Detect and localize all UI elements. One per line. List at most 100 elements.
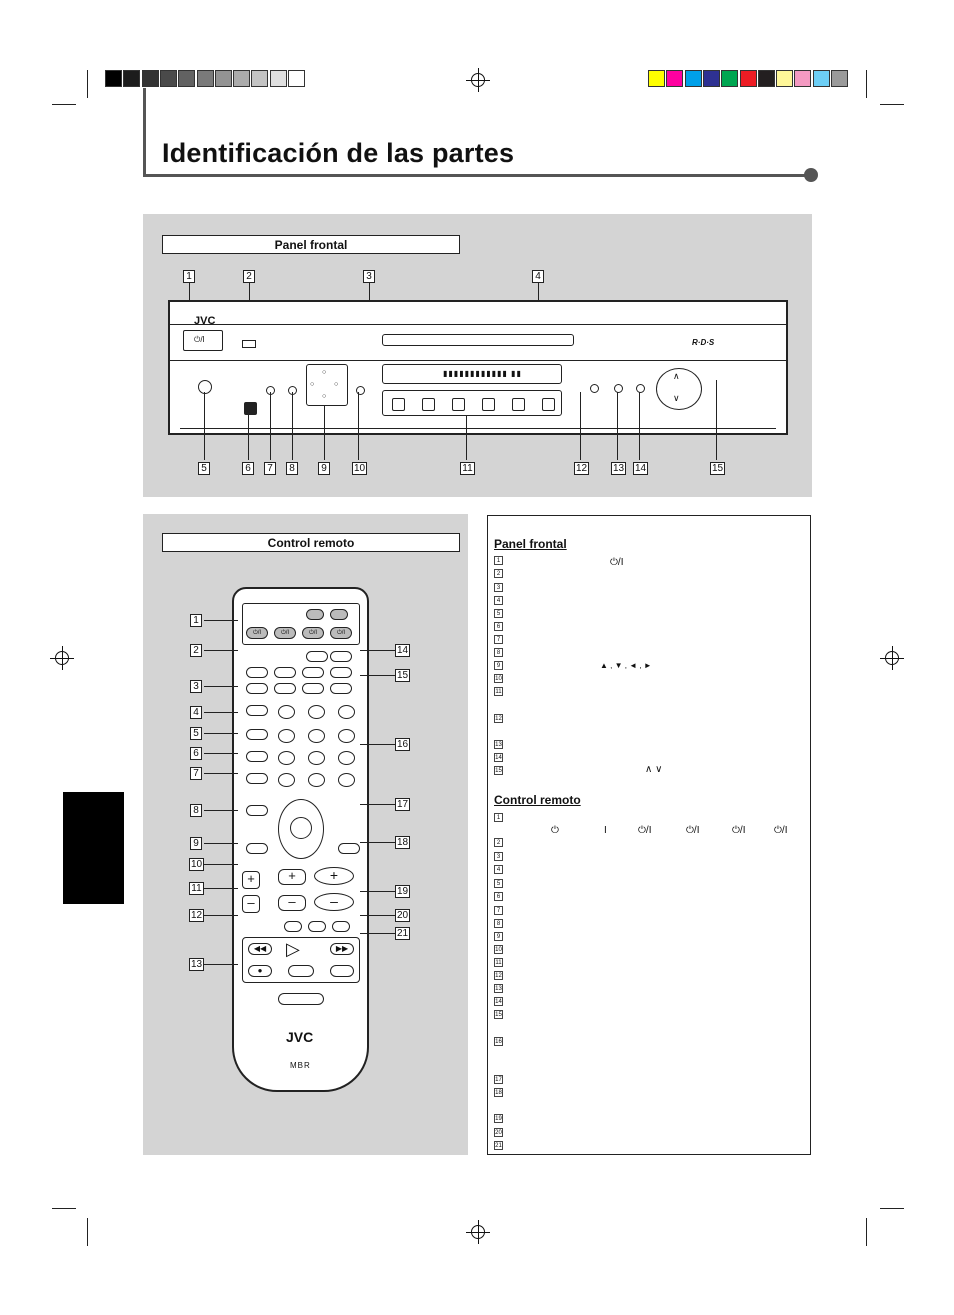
master-volume-knob[interactable]: ∧ ∨: [656, 368, 702, 410]
callout-18: 18: [395, 836, 410, 849]
remote-button[interactable]: [274, 667, 296, 678]
desc-number-7: 7: [494, 635, 503, 644]
remote-button[interactable]: [308, 705, 325, 719]
cursor-up-icon[interactable]: ○: [322, 369, 327, 376]
source-button-5[interactable]: [512, 398, 525, 411]
source-button-4[interactable]: [482, 398, 495, 411]
source-button-1[interactable]: [392, 398, 405, 411]
stop-button[interactable]: [288, 965, 314, 977]
remote-button[interactable]: [330, 667, 352, 678]
cursor-down-icon[interactable]: ○: [322, 393, 327, 400]
callout-9: 9: [190, 837, 202, 850]
remote-control: ⏻/I ⏻/I ⏻/I ⏻/I + – + – + – ◀◀ ▷ ▶▶ ● JV…: [232, 587, 369, 1092]
cursor-center[interactable]: [290, 817, 312, 839]
desc-number-1: 1: [494, 556, 503, 565]
pause-button[interactable]: [330, 965, 354, 977]
remote-button[interactable]: [278, 729, 295, 743]
remote-button[interactable]: [278, 705, 295, 719]
on-button[interactable]: [330, 609, 348, 620]
power-button[interactable]: ⏻/I: [183, 330, 223, 351]
remote-button[interactable]: [338, 705, 355, 719]
remote-button[interactable]: [308, 751, 325, 765]
play-icon[interactable]: ▷: [286, 939, 300, 959]
source-button-6[interactable]: [542, 398, 555, 411]
remote-button[interactable]: [330, 651, 352, 662]
callout-16: 16: [395, 738, 410, 751]
remote-button[interactable]: [274, 683, 296, 694]
remote-button[interactable]: [278, 773, 295, 787]
tv-vol-up-button[interactable]: +: [242, 871, 260, 889]
mid-divider: [170, 360, 786, 361]
color-swatch: [831, 70, 848, 87]
remote-button[interactable]: [246, 751, 268, 762]
remote-button[interactable]: [246, 705, 268, 716]
callout-12: 12: [189, 909, 204, 922]
cursor-pad[interactable]: ○ ○ ○ ○: [306, 364, 348, 406]
remote-button[interactable]: [338, 751, 355, 765]
forward-icon[interactable]: ▶▶: [330, 943, 354, 955]
power-button-3[interactable]: ⏻/I: [302, 627, 324, 639]
callout-7: 7: [190, 767, 202, 780]
leader-line: [204, 392, 205, 460]
remote-button[interactable]: [338, 773, 355, 787]
exit-button[interactable]: [356, 386, 365, 395]
remote-button[interactable]: [302, 683, 324, 694]
power-button-2[interactable]: ⏻/I: [274, 627, 296, 639]
function-button-3[interactable]: [332, 921, 350, 932]
gray-swatch: [105, 70, 122, 87]
function-button-1[interactable]: [284, 921, 302, 932]
remote-button[interactable]: [278, 751, 295, 765]
remote-button[interactable]: [246, 773, 268, 784]
remote-button[interactable]: [246, 667, 268, 678]
leader-line: [204, 915, 238, 916]
remote-button[interactable]: [306, 651, 328, 662]
callout-6: 6: [190, 747, 202, 760]
callout-10: 10: [189, 858, 204, 871]
remote-button[interactable]: [302, 667, 324, 678]
record-button[interactable]: ●: [248, 965, 272, 977]
desc-number-20: 20: [494, 1128, 503, 1137]
callout-5: 5: [198, 462, 210, 475]
cursor-ring[interactable]: [278, 799, 324, 859]
remote-button[interactable]: [308, 773, 325, 787]
remote-button[interactable]: [308, 729, 325, 743]
input-button[interactable]: [636, 384, 645, 393]
channel-down-button[interactable]: –: [278, 895, 306, 911]
remote-button[interactable]: [246, 805, 268, 816]
callout-13: 13: [611, 462, 626, 475]
dsp-button[interactable]: [614, 384, 623, 393]
speaker-switch-a[interactable]: [244, 402, 257, 415]
tv-vol-down-button[interactable]: –: [242, 895, 260, 913]
standby-button[interactable]: [306, 609, 324, 620]
surround-button[interactable]: [590, 384, 599, 393]
callout-21: 21: [395, 927, 410, 940]
cursor-left-icon[interactable]: ○: [310, 381, 315, 388]
rewind-icon[interactable]: ◀◀: [248, 943, 272, 955]
remote-button[interactable]: [338, 729, 355, 743]
source-button-3[interactable]: [452, 398, 465, 411]
remote-button[interactable]: [246, 729, 268, 740]
volume-up-button[interactable]: +: [314, 867, 354, 885]
leader-line: [204, 888, 238, 889]
function-button-2[interactable]: [308, 921, 326, 932]
remote-jvc-logo: JVC: [286, 1029, 314, 1045]
phones-jack[interactable]: [198, 380, 212, 394]
color-swatch: [776, 70, 794, 87]
volume-down-button[interactable]: –: [314, 893, 354, 911]
receiver-front-panel: JVC ⏻/I R·D·S ▮▮▮▮▮▮▮▮▮▮▮▮ ▮▮ ○ ○ ○ ○ ∧ …: [168, 300, 788, 435]
power-button-1[interactable]: ⏻/I: [246, 627, 268, 639]
power-button-4[interactable]: ⏻/I: [330, 627, 352, 639]
remote-button[interactable]: [330, 683, 352, 694]
callout-11: 11: [189, 882, 204, 895]
callout-15: 15: [710, 462, 725, 475]
remote-button[interactable]: [338, 843, 360, 854]
display-window: ▮▮▮▮▮▮▮▮▮▮▮▮ ▮▮: [382, 364, 562, 384]
callout-19: 19: [395, 885, 410, 898]
remote-button[interactable]: [246, 683, 268, 694]
callout-8: 8: [190, 804, 202, 817]
remote-button[interactable]: [246, 843, 268, 854]
extra-button[interactable]: [278, 993, 324, 1005]
cursor-right-icon[interactable]: ○: [334, 381, 339, 388]
channel-up-button[interactable]: +: [278, 869, 306, 885]
source-button-2[interactable]: [422, 398, 435, 411]
